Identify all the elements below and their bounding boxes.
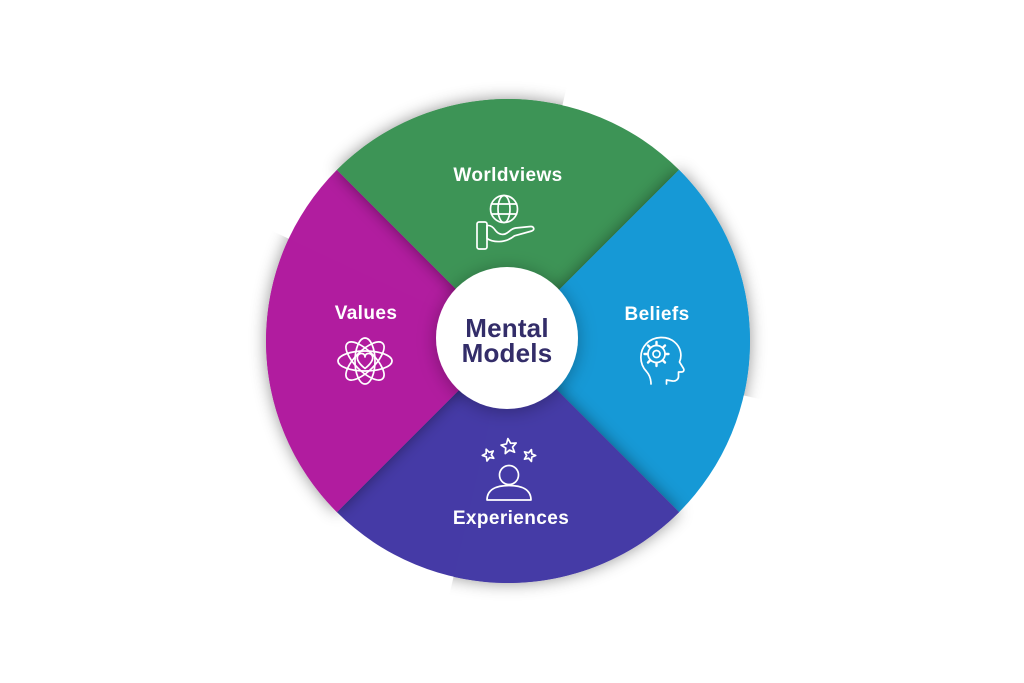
center-title-line1: Mental [465, 313, 549, 343]
segment-label-worldviews: Worldviews [453, 165, 563, 186]
segment-label-beliefs: Beliefs [624, 304, 690, 325]
center-circle [436, 267, 578, 409]
globe-in-hand-icon [476, 194, 535, 250]
person-stars-icon [477, 436, 541, 501]
center-title-line2: Models [461, 338, 553, 368]
segment-label-experiences: Experiences [452, 508, 570, 529]
segment-label-values: Values [334, 303, 398, 324]
center-title: Mental Models [461, 313, 553, 368]
head-gear-icon [640, 336, 685, 385]
atom-heart-icon [337, 337, 393, 385]
